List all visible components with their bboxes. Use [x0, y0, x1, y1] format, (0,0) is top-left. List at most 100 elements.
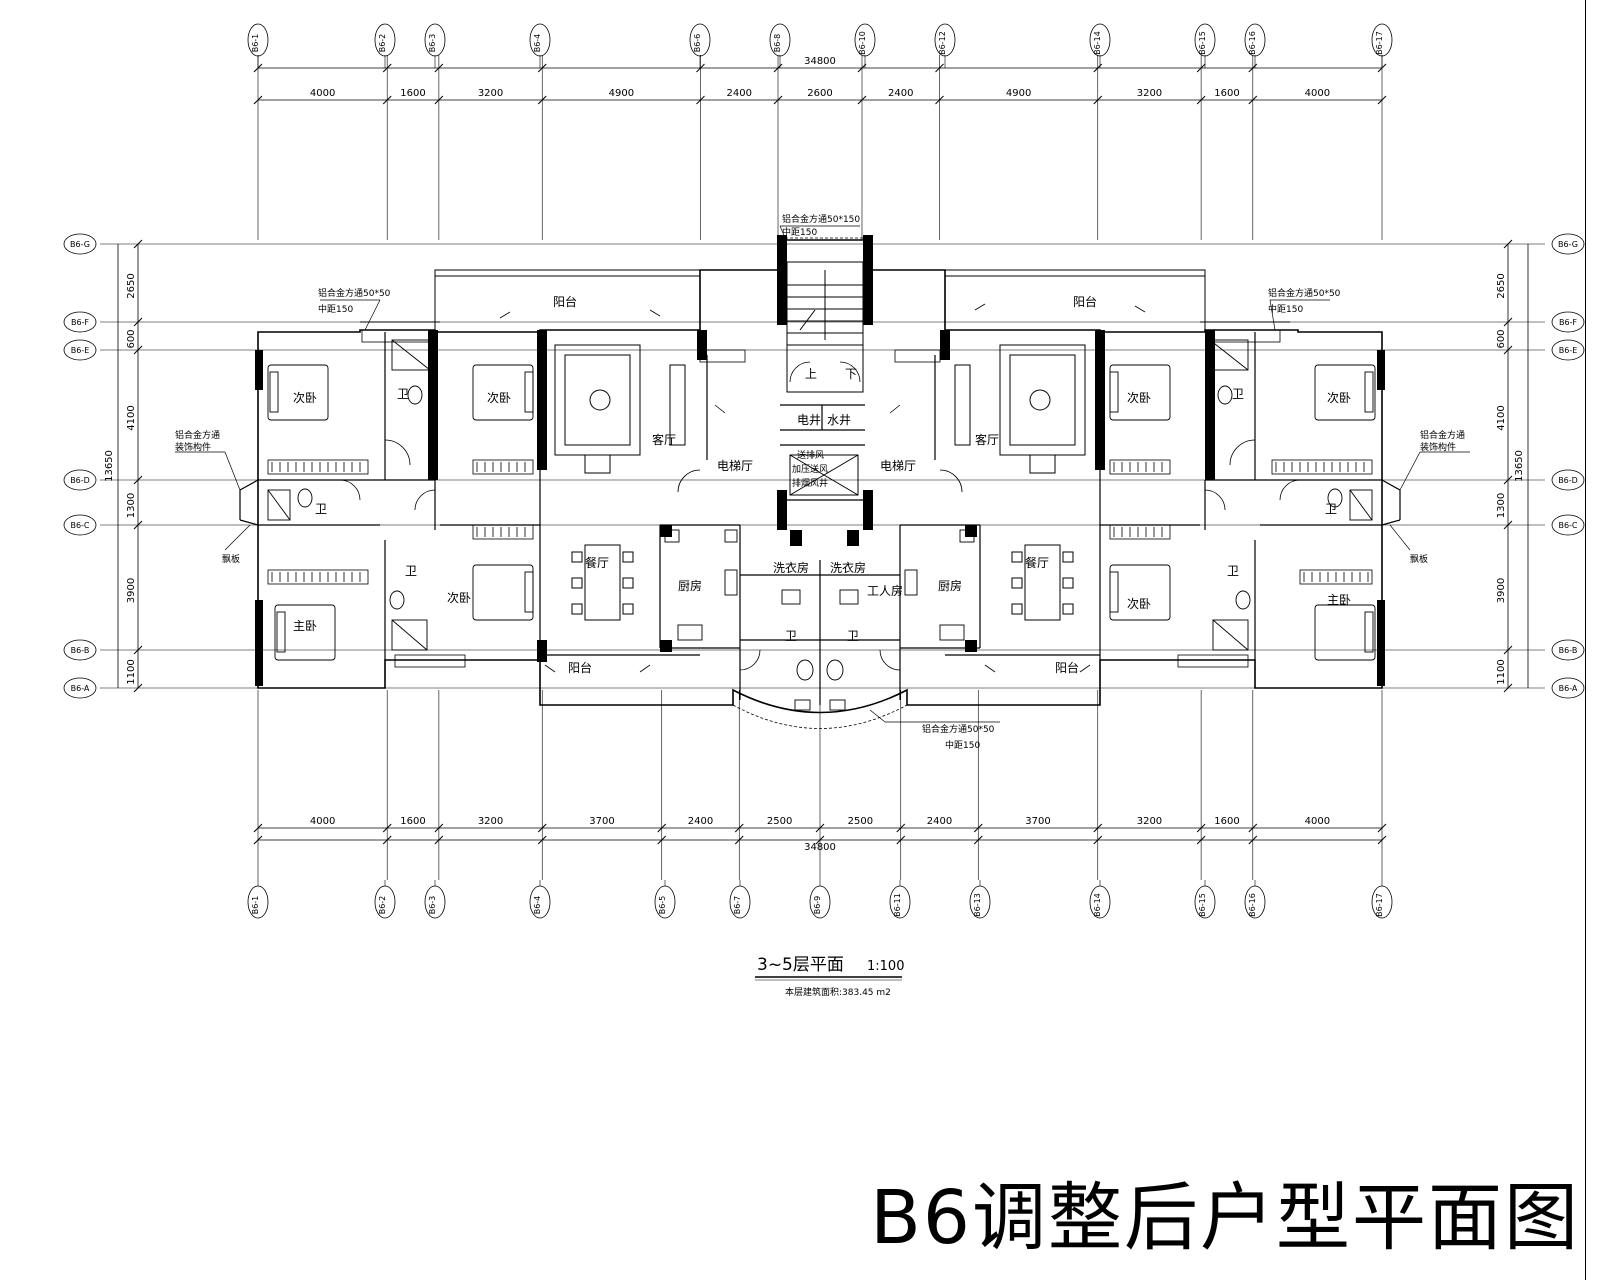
- dim-top-seg-9: 1600: [1214, 88, 1239, 99]
- dim-top-seg-2: 3200: [478, 88, 503, 99]
- balcony-slope-arrows: [499, 303, 1146, 673]
- axis-bottom-1-bubble: [374, 885, 396, 919]
- room-laundry-w: 洗衣房: [773, 560, 809, 575]
- note-railing-bottom-2: 中距150: [945, 739, 980, 751]
- room-elevator-hall-e: 电梯厅: [880, 459, 916, 473]
- furniture-sofas: [554, 344, 1086, 474]
- axis-top-0-bubble: [247, 23, 269, 57]
- axis-left-3: B6-D: [70, 476, 90, 485]
- dim-right-seg-5: 1100: [1496, 659, 1507, 684]
- staircase: [786, 261, 864, 496]
- axis-bottom-1: B6-2: [378, 896, 387, 915]
- axis-left-6-bubble: [63, 677, 97, 699]
- room-second-bedroom-2: 次卧: [487, 391, 511, 405]
- note-railing-side-w-1: 铝合金方通: [175, 429, 220, 441]
- room-second-bedroom-3: 次卧: [447, 591, 471, 605]
- axis-bottom-0: B6-1: [251, 896, 260, 915]
- note-railing-top-e-1: 铝合金方通50*50: [1268, 287, 1341, 299]
- furniture-beds: [267, 364, 1376, 661]
- dim-overall-top: 34800: [804, 56, 836, 67]
- bay-window-label-w: 飘板: [222, 553, 240, 565]
- room-second-bedroom-5: 次卧: [1327, 391, 1351, 405]
- axis-right-3-bubble: [1551, 469, 1585, 491]
- axis-bottom-0-bubble: [247, 885, 269, 919]
- axis-bottom-6: B6-9: [813, 896, 822, 915]
- dim-left-total: 13650: [104, 450, 115, 482]
- axis-right-1: B6-F: [1559, 318, 1577, 327]
- axis-bottom-8-bubble: [969, 885, 991, 919]
- dim-top-seg-6: 2400: [888, 88, 913, 99]
- axis-top-4: B6-6: [693, 34, 702, 53]
- axis-bottom-5-bubble: [729, 885, 751, 919]
- room-bathroom-3: 卫: [405, 564, 417, 578]
- dim-bottom-seg-1: 1600: [400, 816, 425, 827]
- axis-right-6-bubble: [1551, 677, 1585, 699]
- room-laundry-e: 洗衣房: [830, 560, 866, 575]
- axis-right-5: B6-B: [1559, 646, 1578, 655]
- dim-bottom-seg-0: 4000: [310, 816, 335, 827]
- dim-top-seg-5: 2600: [807, 88, 832, 99]
- room-second-bedroom-6: 次卧: [1127, 597, 1151, 611]
- note-railing-top-e-2: 中距150: [1268, 303, 1303, 315]
- interior-walls: [239, 332, 1401, 705]
- axis-top-1: B6-2: [378, 34, 387, 53]
- note-railing-center-2: 中距150: [782, 226, 817, 238]
- axis-bottom-6-bubble: [809, 885, 831, 919]
- dim-bottom-seg-10: 1600: [1214, 816, 1239, 827]
- dim-top-seg-3: 4900: [609, 88, 634, 99]
- axis-left-6: B6-A: [71, 684, 90, 693]
- room-bathroom-7: 卫: [785, 629, 797, 643]
- axis-left-1: B6-F: [71, 318, 89, 327]
- room-bathroom-6: 卫: [1227, 564, 1239, 578]
- axis-bottom-4-bubble: [654, 885, 676, 919]
- axis-right-1-bubble: [1551, 311, 1585, 333]
- axis-right-6: B6-A: [1559, 684, 1578, 693]
- axis-top-7: B6-12: [938, 31, 947, 55]
- dim-top-seg-4: 2400: [727, 88, 752, 99]
- dim-right-seg-0: 2650: [1496, 273, 1507, 298]
- axis-right-2-bubble: [1551, 339, 1585, 361]
- axis-top-6: B6-10: [858, 31, 867, 55]
- dim-bottom-seg-6: 2500: [848, 816, 873, 827]
- axis-left-3-bubble: [63, 469, 97, 491]
- room-bathroom-5: 卫: [1325, 502, 1337, 516]
- axis-top-3: B6-4: [533, 34, 542, 53]
- dim-top-seg-8: 3200: [1137, 88, 1162, 99]
- axis-bottom-2-bubble: [424, 885, 446, 919]
- dim-left-seg-0: 2650: [126, 273, 137, 298]
- axis-top-2: B6-3: [428, 34, 437, 53]
- axis-bottom-11-bubble: [1244, 885, 1266, 919]
- axis-bottom-12-bubble: [1371, 885, 1393, 919]
- dim-top-seg-10: 4000: [1305, 88, 1330, 99]
- room-kitchen-w: 厨房: [678, 578, 702, 593]
- axis-bottom-7: B6-11: [893, 893, 902, 917]
- room-second-bedroom-1: 次卧: [293, 391, 317, 405]
- structural-columns: [255, 235, 1385, 686]
- axis-top-8: B6-14: [1093, 31, 1102, 55]
- room-bathroom-1: 卫: [397, 387, 409, 401]
- axis-right-3: B6-D: [1558, 476, 1578, 485]
- axis-top-10: B6-16: [1248, 31, 1257, 55]
- dim-top-seg-7: 4900: [1006, 88, 1031, 99]
- axis-left-0-bubble: [63, 233, 97, 255]
- dim-top-seg-0: 4000: [310, 88, 335, 99]
- axis-top-9: B6-15: [1198, 31, 1207, 55]
- dim-left-seg-5: 1100: [126, 659, 137, 684]
- dim-left-seg-1: 600: [126, 329, 137, 348]
- dim-right-seg-1: 600: [1496, 329, 1507, 348]
- room-dining-w: 餐厅: [585, 555, 609, 570]
- room-balcony-ne: 阳台: [1073, 294, 1097, 309]
- stair-up-label: 上: [805, 367, 817, 381]
- axis-right-4-bubble: [1551, 514, 1585, 536]
- room-living-e: 客厅: [975, 432, 999, 447]
- axis-bottom-12: B6-17: [1375, 893, 1384, 917]
- axis-left-4-bubble: [63, 514, 97, 536]
- axis-right-0-bubble: [1551, 233, 1585, 255]
- door-swings: [339, 361, 1301, 671]
- dim-bottom-seg-7: 2400: [927, 816, 952, 827]
- room-second-bedroom-4: 次卧: [1127, 391, 1151, 405]
- dim-right-seg-2: 4100: [1496, 405, 1507, 430]
- dim-left-seg-4: 3900: [126, 578, 137, 603]
- dim-left-seg-3: 1300: [126, 493, 137, 518]
